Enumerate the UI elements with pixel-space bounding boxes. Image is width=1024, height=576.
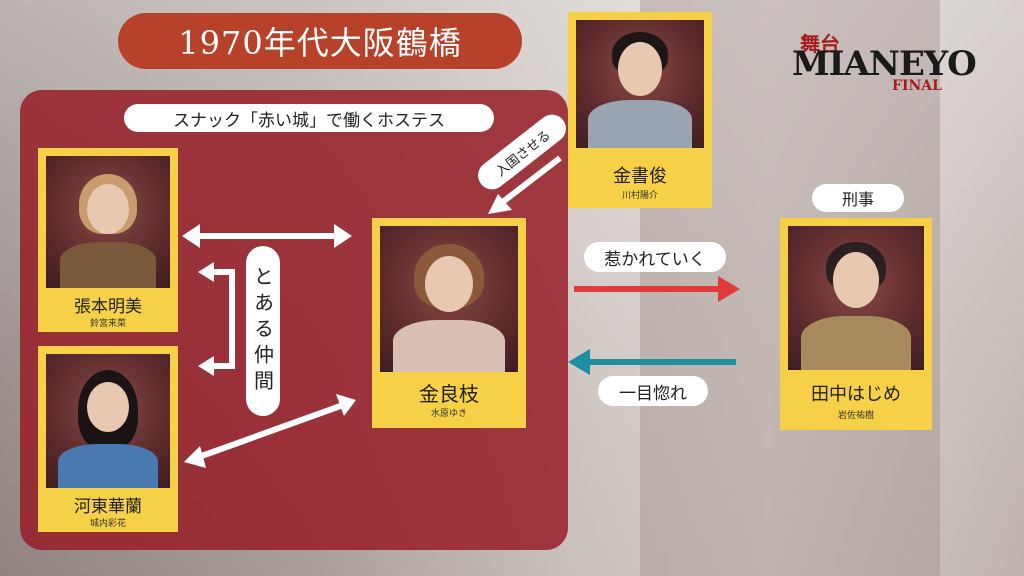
actor-name: 鈴宮来菜 bbox=[89, 319, 126, 329]
relation-label-keiji: 刑事 bbox=[812, 184, 904, 212]
arrow-harimoto-kin bbox=[182, 224, 352, 248]
character-photo bbox=[46, 354, 170, 488]
arrow-kinshoshun-kinryoshi bbox=[488, 155, 562, 214]
character-photo bbox=[788, 226, 924, 370]
arrow-kawahigashi-kin bbox=[184, 394, 356, 468]
arrow-harimoto-kawahigashi bbox=[198, 262, 235, 376]
logo-small-text: 舞台 bbox=[800, 32, 840, 56]
character-name: 金書俊 bbox=[613, 166, 667, 187]
character-card-kawahigashi: 河東華蘭 城内彩花 bbox=[38, 346, 178, 532]
character-card-kin-shoshun: 金書俊 川村陽介 bbox=[568, 12, 712, 208]
title-banner: 1970年代大阪鶴橋 bbox=[118, 13, 522, 69]
character-name: 田中はじめ bbox=[811, 384, 901, 405]
character-card-kin-ryoshi: 金良枝 水原ゆき bbox=[372, 218, 526, 428]
character-photo bbox=[380, 226, 518, 372]
arrow-blue-tanaka-to-kin bbox=[568, 349, 736, 375]
actor-name: 城内彩花 bbox=[89, 519, 126, 529]
character-name: 張本明美 bbox=[74, 297, 142, 317]
actor-name: 川村陽介 bbox=[621, 191, 658, 201]
actor-name: 水原ゆき bbox=[430, 409, 467, 419]
arrow-red-kin-to-tanaka bbox=[574, 276, 740, 302]
character-photo bbox=[576, 20, 704, 148]
relation-label-hikarete: 惹かれていく bbox=[584, 242, 726, 272]
relation-label-hitomebore: 一目惚れ bbox=[598, 376, 708, 406]
relation-label-group: とある仲間 bbox=[246, 246, 280, 416]
character-card-harimoto: 張本明美 鈴宮来菜 bbox=[38, 148, 178, 332]
character-name: 河東華蘭 bbox=[74, 497, 142, 517]
logo-final-text: FINAL bbox=[892, 78, 942, 94]
logo-main-text: MIANEYO bbox=[792, 44, 977, 84]
actor-name: 岩佐祐樹 bbox=[837, 411, 874, 421]
stage-logo: 舞台 MIANEYO FINAL bbox=[792, 28, 980, 98]
character-photo bbox=[46, 156, 170, 288]
character-name: 金良枝 bbox=[419, 382, 479, 406]
character-card-tanaka: 田中はじめ 岩佐祐樹 bbox=[780, 218, 932, 430]
group-label: スナック「赤い城」で働くホステス bbox=[124, 104, 494, 132]
